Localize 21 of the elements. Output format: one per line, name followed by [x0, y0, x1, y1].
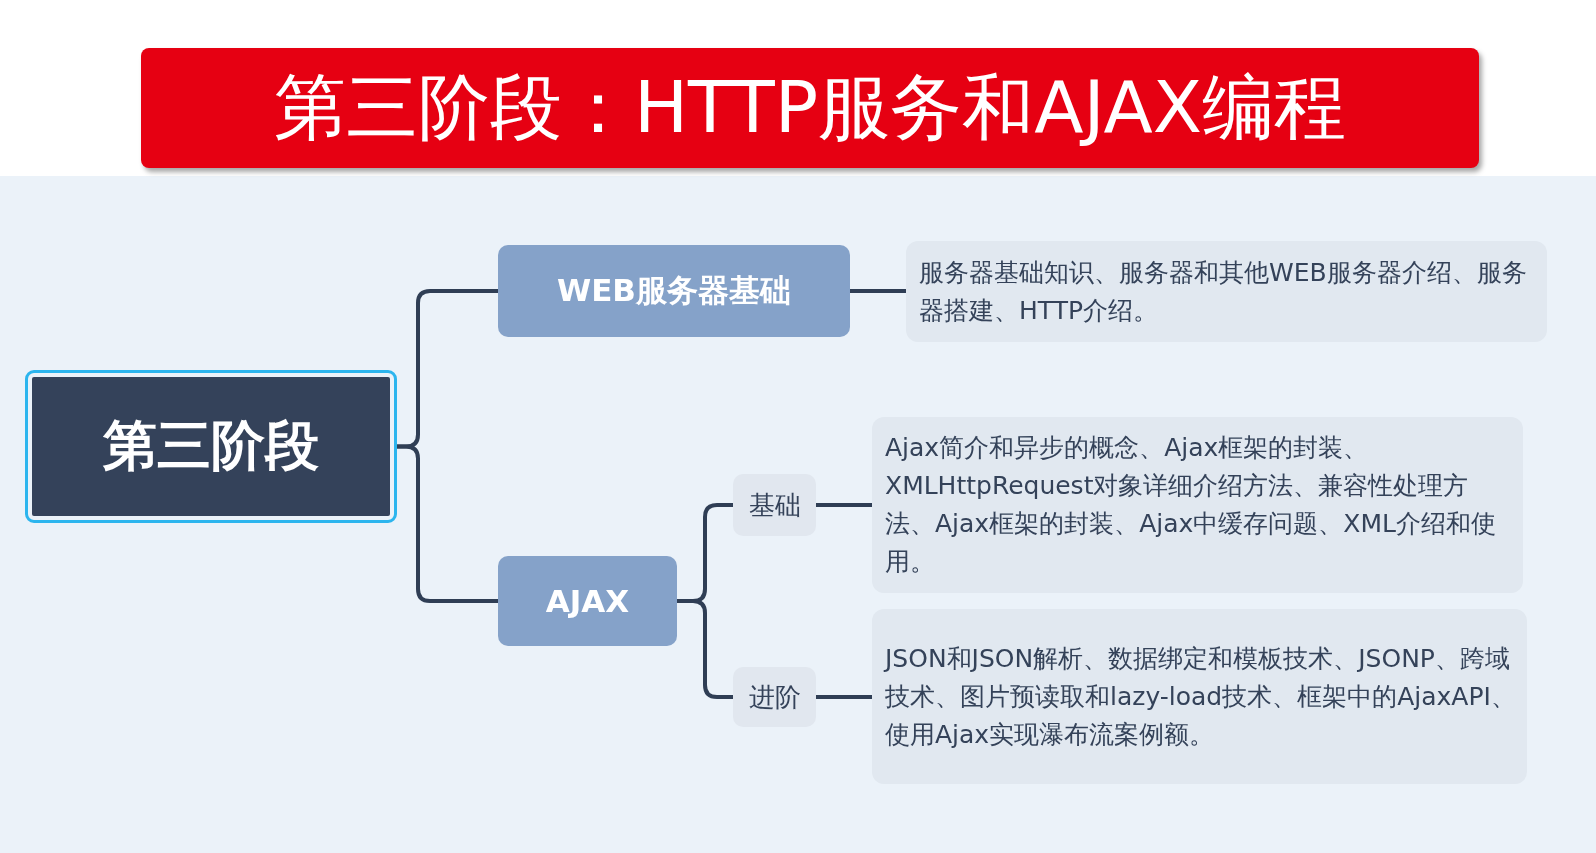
connector-line	[397, 444, 498, 603]
subtopic-label: 基础	[748, 488, 801, 522]
note-text: JSON和JSON解析、数据绑定和模板技术、JSONP、跨域技术、图片预读取和lazy-load技术、框架中的AjaxAPI、使用Ajax实现瀑布流案例额。	[885, 642, 1517, 751]
branch-label: AJAX	[545, 583, 630, 619]
topic-box	[25, 370, 397, 523]
subtopic-box	[733, 667, 816, 727]
title: 第三阶段：HTTP服务和AJAX编程	[273, 68, 1347, 148]
connector-line	[816, 695, 872, 699]
note-text: Ajax简介和异步的概念、Ajax框架的封装、XMLHttpRequest对象详细介绍方法、兼容性处理方法、Ajax框架的封装、Ajax中缓存问题、XML介绍和使用。	[885, 432, 1497, 578]
connector-line	[816, 503, 872, 507]
subtopic-box	[733, 474, 816, 536]
subtopic-label: 进阶	[748, 680, 801, 714]
connector-line	[850, 289, 906, 293]
branch-box	[498, 556, 677, 646]
note-box	[872, 417, 1523, 593]
branch-box	[498, 245, 850, 337]
branch-label: WEB服务器基础	[557, 271, 791, 310]
note-box	[906, 241, 1547, 342]
note-box	[872, 609, 1527, 784]
topic-label: 第三阶段	[103, 413, 319, 479]
note-text: 服务器基础知识、服务器和其他WEB服务器介绍、服务器搭建、HTTP介绍。	[919, 256, 1528, 327]
